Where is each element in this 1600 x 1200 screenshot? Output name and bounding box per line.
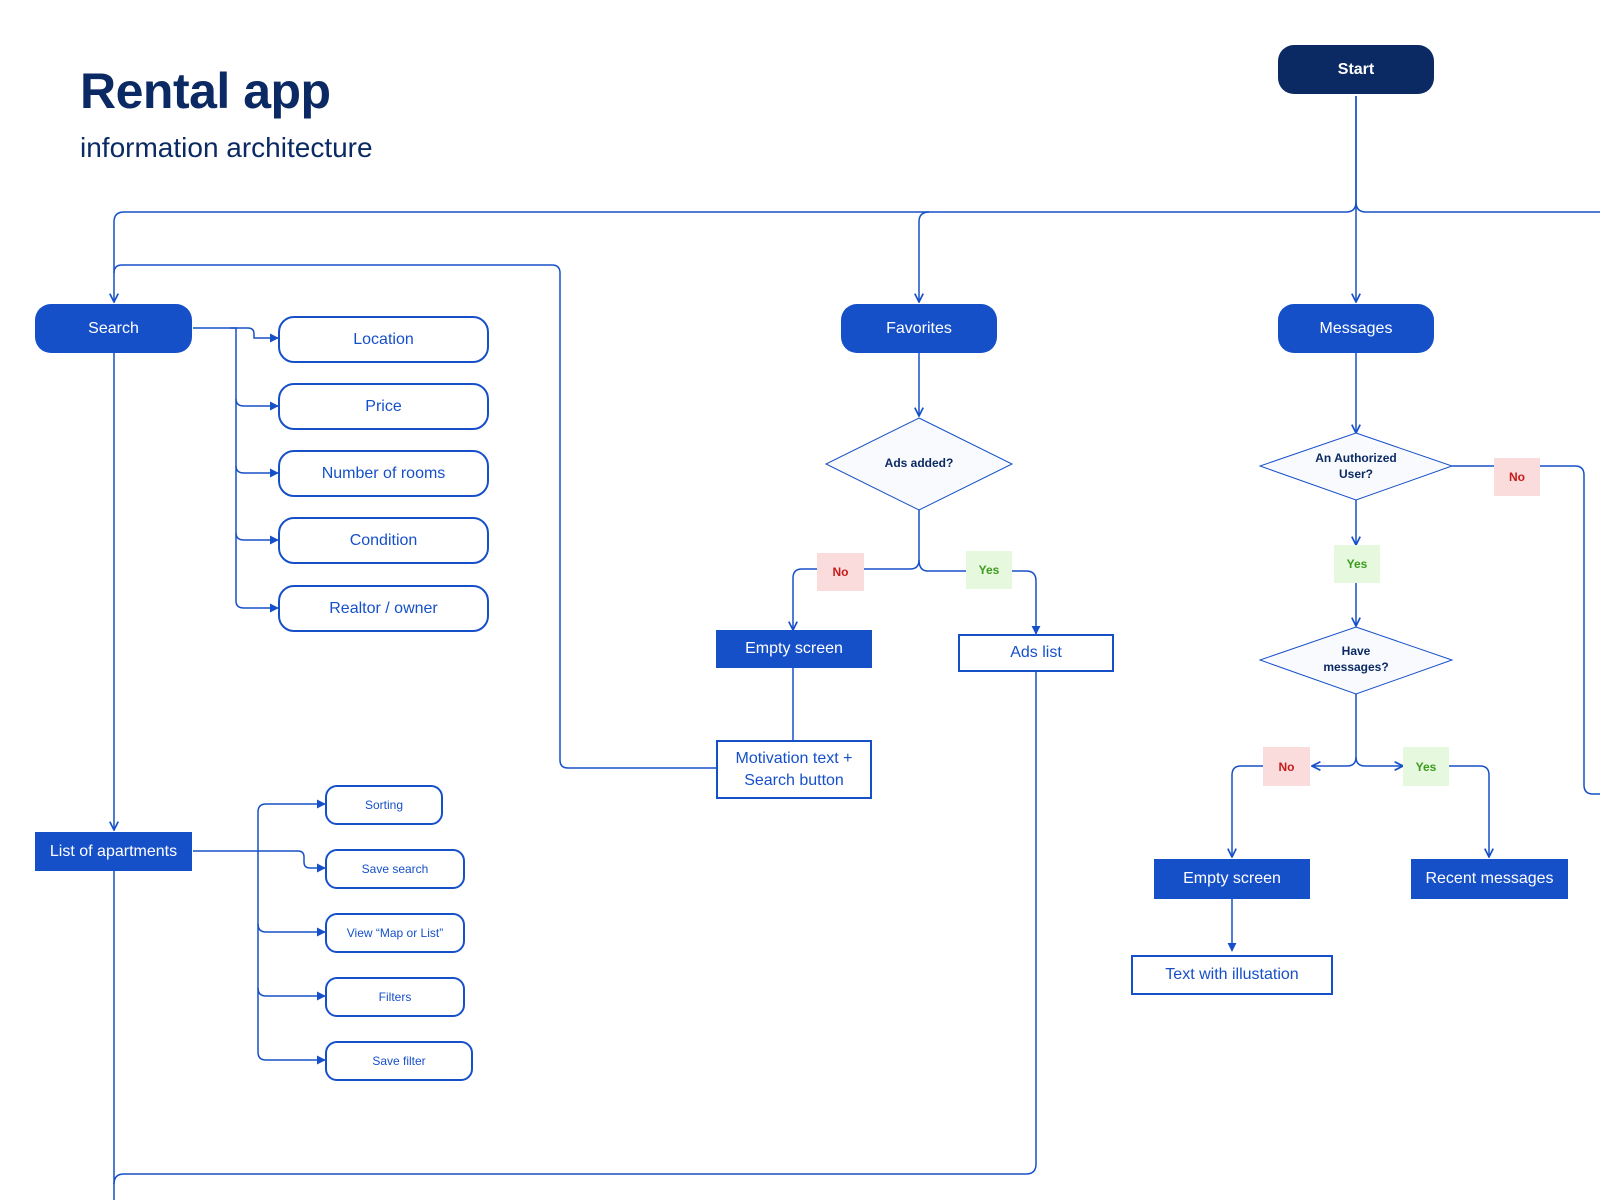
location-node: Location xyxy=(278,316,489,363)
auth-no-badge: No xyxy=(1494,458,1540,496)
authorized-diamond xyxy=(1258,432,1454,501)
motivation-node: Motivation text + Search button xyxy=(716,740,872,799)
connector-no-emptyscreen xyxy=(1232,765,1263,857)
ads-added-label: Ads added? xyxy=(884,456,954,471)
connector-list-spine xyxy=(193,804,325,852)
msg-empty-screen-node: Empty screen xyxy=(1154,859,1310,899)
page-subtitle: information architecture xyxy=(80,132,373,163)
connector-search-price xyxy=(235,398,279,411)
auth-yes-badge: Yes xyxy=(1334,545,1380,583)
connector-havemessages-yes xyxy=(1355,756,1403,766)
sorting-node: Sorting xyxy=(325,785,443,825)
realtor-node: Realtor / owner xyxy=(278,585,489,632)
msg-yes-badge: Yes xyxy=(1403,747,1449,786)
connector-start-trunk xyxy=(1355,96,1600,213)
ads-list-node: Ads list xyxy=(958,634,1114,672)
fav-empty-screen-node: Empty screen xyxy=(716,630,872,668)
messages-node: Messages xyxy=(1278,304,1434,353)
ads-added-diamond xyxy=(824,417,1014,511)
page-title: Rental app xyxy=(80,63,331,119)
connector-search-location xyxy=(193,327,279,343)
connector-diamond-yes xyxy=(918,559,1041,635)
connector-start-search xyxy=(114,211,929,302)
connector-motivation-search xyxy=(113,264,716,769)
authorized-line-2: User? xyxy=(1338,467,1373,481)
connector-list-filters xyxy=(257,987,326,1001)
start-node: Start xyxy=(1278,45,1434,94)
favorites-node: Favorites xyxy=(841,304,997,353)
fav-no-badge: No xyxy=(817,553,864,591)
have-messages-diamond xyxy=(1258,626,1454,695)
connector-search-rooms xyxy=(235,465,279,478)
connector-list-spine-down xyxy=(257,851,326,1065)
fav-yes-badge: Yes xyxy=(966,551,1012,589)
connector-authorized-no xyxy=(1452,465,1600,795)
msg-no-badge: No xyxy=(1263,747,1310,786)
save-search-node: Save search xyxy=(325,849,465,889)
have-messages-line-1: Have xyxy=(1341,644,1371,659)
connector-start-favorites xyxy=(919,201,1357,302)
rooms-node: Number of rooms xyxy=(278,450,489,497)
list-apartments-node: List of apartments xyxy=(35,832,192,871)
recent-messages-node: Recent messages xyxy=(1411,859,1568,899)
authorized-line-1: An Authorized xyxy=(1315,451,1397,466)
search-node: Search xyxy=(35,304,192,353)
connector-havemessages-split xyxy=(1312,694,1357,766)
motivation-line-1: Motivation text + xyxy=(735,749,853,767)
connector-list-viewmap xyxy=(257,923,326,937)
view-map-list-node: View “Map or List” xyxy=(325,913,465,953)
connector-search-spine xyxy=(230,327,279,613)
connector-list-savesearch xyxy=(250,850,326,873)
connector-search-condition xyxy=(235,532,279,545)
connector-yes-recent xyxy=(1449,765,1489,857)
have-messages-line-2: messages? xyxy=(1323,660,1389,674)
filters-node: Filters xyxy=(325,977,465,1017)
connector-adslist-bottom xyxy=(113,672,1037,1185)
save-filter-node: Save filter xyxy=(325,1041,473,1081)
condition-node: Condition xyxy=(278,517,489,564)
text-illustration-node: Text with illustation xyxy=(1131,955,1333,995)
have-messages-label: Have messages? xyxy=(1296,643,1416,677)
authorized-label: An Authorized User? xyxy=(1296,450,1416,484)
motivation-line-2: Search button xyxy=(744,771,844,789)
price-node: Price xyxy=(278,383,489,430)
